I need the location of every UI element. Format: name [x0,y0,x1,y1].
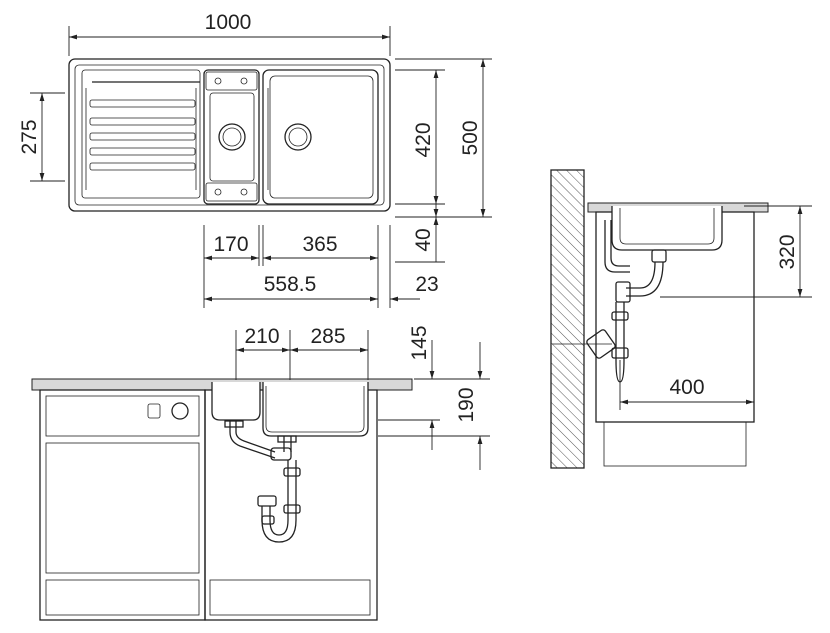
dim-inner-depth: 420 [412,122,435,157]
sink-outline [68,58,391,212]
main-bowl-front [262,382,369,437]
dim-overall-width: 1000 [205,11,252,34]
wall-section [550,169,585,469]
dim-side-height: 320 [776,234,799,269]
top-view: 1000 275 420 500 40 170 365 558.5 23 [18,11,492,308]
main-bowl-top [262,69,379,205]
side-bowl [611,206,723,251]
main-bowl-drain [284,123,312,151]
dishwasher-knob-icon [171,402,189,420]
dishwasher-cabinet [39,389,206,621]
small-bowl-top [203,69,260,205]
dim-bowl-depth: 275 [18,119,41,154]
dim-small-bowl-width: 170 [213,233,248,256]
small-bowl-drain [218,123,246,151]
dim-main-bowl-width: 365 [302,233,337,256]
side-view: 320 400 [550,169,812,469]
drain-trap-front [224,420,301,543]
front-view: 210 285 145 190 [31,325,490,621]
dim-small-bowl-height: 145 [408,325,431,360]
dim-edge-offset: 40 [412,228,435,251]
dim-overall-depth: 500 [459,120,482,155]
dim-side-distance: 400 [669,376,704,399]
drainer-board [81,69,201,199]
dim-main-bowl-height: 190 [455,387,478,422]
dim-bowl-span: 558.5 [264,273,317,296]
small-bowl-front [211,382,261,421]
dim-rim-offset: 23 [415,273,438,296]
dim-rear-drain-offset: 285 [310,325,345,348]
dim-front-drain-offset: 210 [244,325,279,348]
